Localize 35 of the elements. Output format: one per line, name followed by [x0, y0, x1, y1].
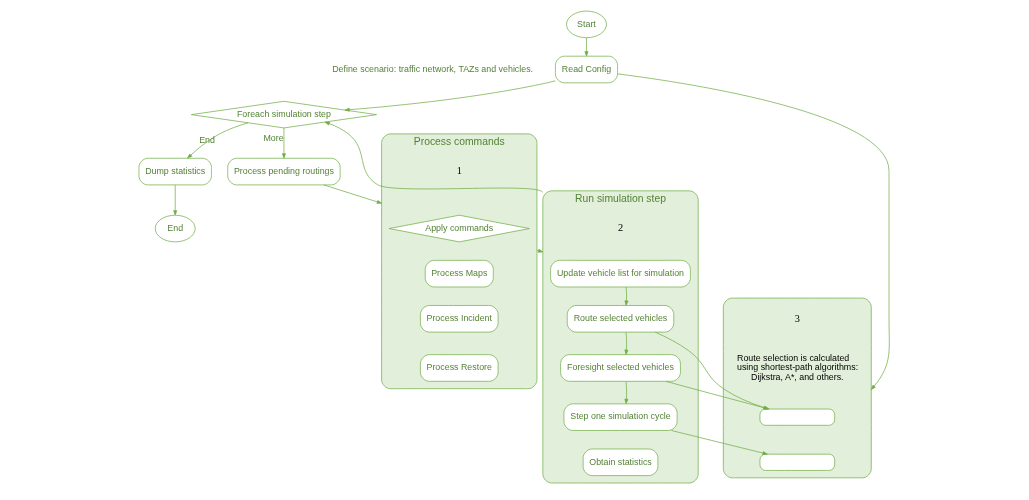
node-box: Process Incident	[420, 305, 499, 333]
cluster	[722, 297, 872, 479]
arrow	[344, 80, 556, 112]
node-ellipse: End	[154, 214, 196, 243]
node-label: 2	[617, 222, 624, 234]
arrow	[617, 73, 890, 390]
arrow	[624, 331, 629, 355]
node-diamond: Apply commands	[388, 214, 530, 243]
node-label: Define scenario: traffic network, TAZs and vehicles.	[332, 63, 534, 74]
node-box: Step one simulation cycle	[563, 403, 678, 431]
node-box: Route selected vehicles	[566, 305, 675, 333]
edge-label: More	[263, 132, 284, 143]
node-box: Obtain statistics	[582, 448, 659, 476]
node-ellipse: Start	[566, 10, 607, 39]
node-label: Route selection is calculated using shortest-path algorithms: Dijkstra, A*, and others.	[737, 352, 859, 382]
node-box: Foresight selected vehicles	[560, 354, 681, 382]
arrow	[671, 430, 768, 455]
node-box: Process Restore	[420, 354, 499, 382]
arrow	[282, 127, 286, 159]
node-box: Update vehicle list for simulation	[550, 260, 691, 288]
arrow	[323, 184, 382, 204]
node-label: 1	[456, 165, 462, 177]
arrow	[187, 122, 249, 159]
arrow	[173, 184, 178, 216]
arrow	[624, 381, 629, 404]
node-label: 3	[794, 312, 800, 324]
arrow	[624, 286, 629, 306]
arrow	[584, 37, 589, 57]
node-box: Process Maps	[424, 260, 494, 288]
node-box: Process pending routings	[227, 157, 341, 186]
edge-label: End	[199, 135, 215, 146]
arrow	[324, 121, 544, 193]
node-box: Read Config	[555, 55, 618, 84]
arrow	[536, 248, 544, 253]
node-box: Dump statistics	[138, 157, 212, 186]
